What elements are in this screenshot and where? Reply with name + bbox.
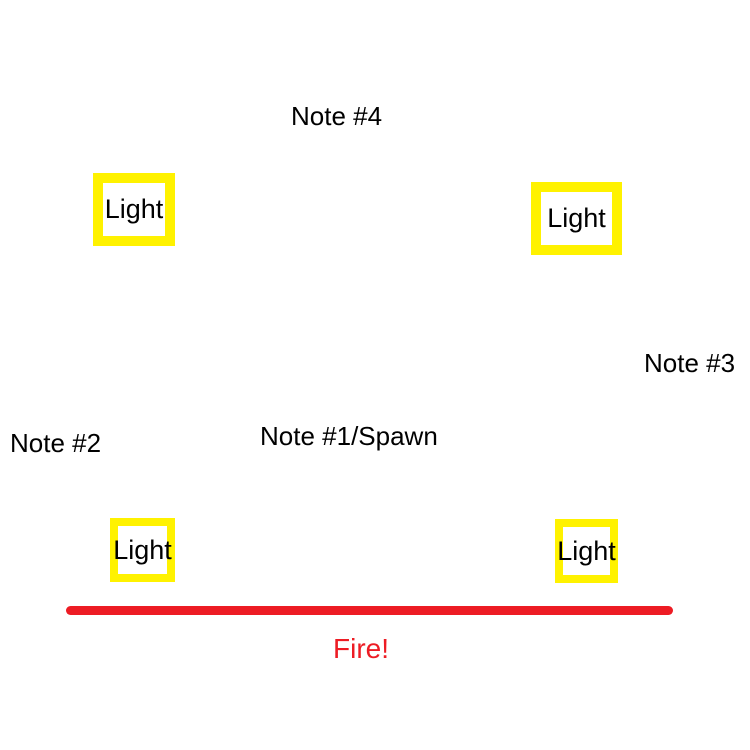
- light-label: Light: [113, 534, 172, 565]
- light-box-top-left: Light: [93, 173, 175, 246]
- light-box-top-right: Light: [531, 182, 622, 255]
- note-3-label: Note #3: [644, 348, 736, 378]
- note-4-label: Note #4: [291, 101, 383, 131]
- note-2-label: Note #2: [10, 428, 102, 458]
- light-box-bottom-left: Light: [110, 518, 175, 582]
- fire-label: Fire!: [333, 633, 389, 664]
- light-label: Light: [547, 203, 606, 233]
- note-1-spawn-label: Note #1/Spawn: [260, 421, 438, 451]
- fire-line: [66, 606, 673, 615]
- light-label: Light: [557, 535, 616, 566]
- light-label: Light: [104, 194, 164, 224]
- light-box-bottom-right: Light: [555, 519, 618, 583]
